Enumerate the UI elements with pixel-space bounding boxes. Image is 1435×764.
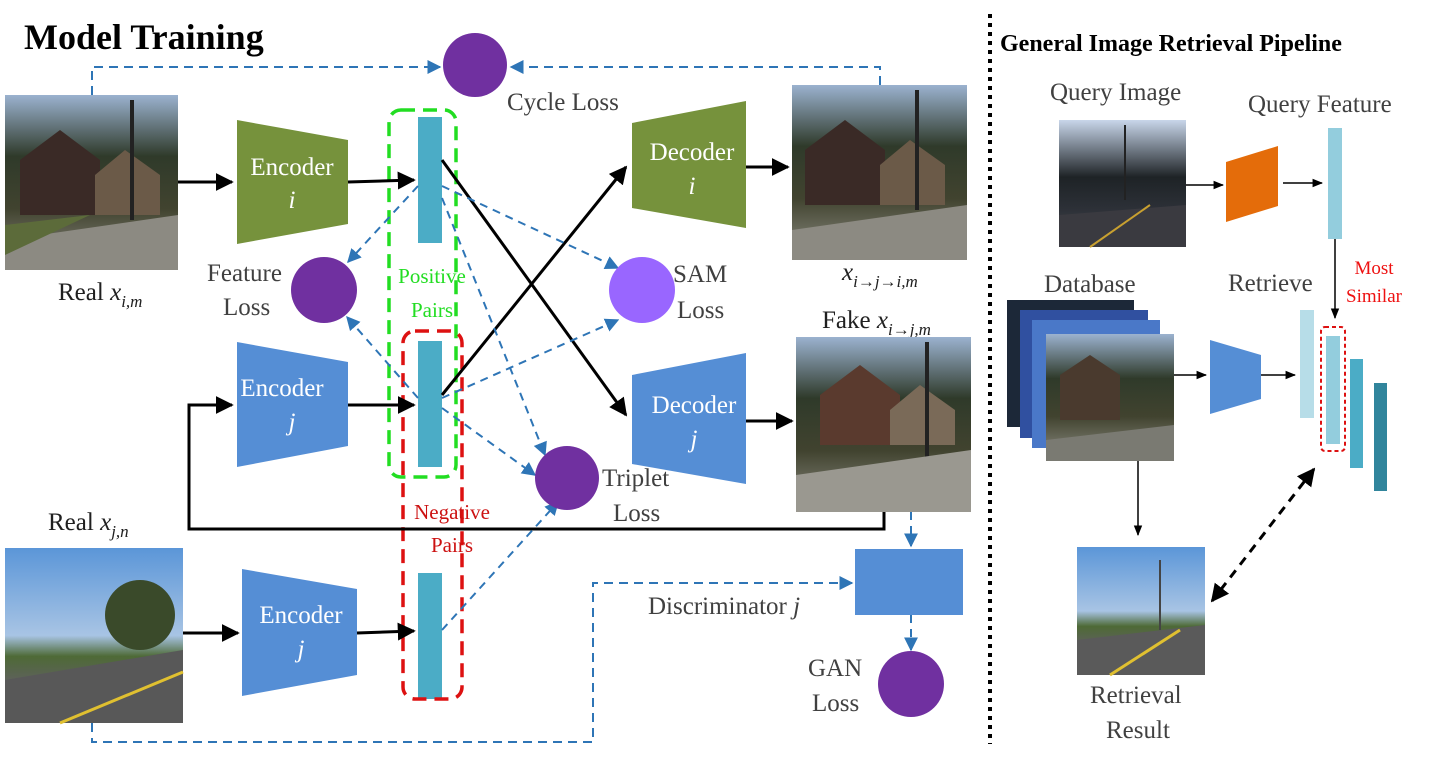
sam-loss-line2: Loss	[677, 297, 724, 324]
gan-loss-line2: Loss	[812, 690, 859, 717]
decoder-i-index: i	[689, 173, 696, 200]
link-feature-to-result	[1210, 467, 1316, 603]
db-feature-bar-3	[1350, 359, 1363, 468]
model-training-title: Model Training	[24, 17, 264, 57]
encoder-j-top-index: j	[286, 409, 296, 436]
dash-feat-j-to-sam	[441, 318, 620, 399]
arrow-fake-to-enc-j	[187, 396, 886, 531]
discriminator-label: Discriminator j	[648, 593, 800, 620]
query-encoder-block	[1226, 146, 1278, 222]
decoder-i-name: Decoder	[650, 139, 735, 166]
negative-pairs-box	[401, 329, 464, 701]
feature-bar-i	[418, 117, 442, 243]
encoder-i-index: i	[289, 187, 296, 214]
database-label: Database	[1044, 271, 1136, 298]
sam-loss-circle	[609, 257, 675, 323]
query-image-label: Query Image	[1050, 79, 1181, 106]
encoder-j-bottom-index: j	[295, 636, 305, 663]
decoder-j-block	[632, 353, 746, 484]
retrieval-result-line2: Result	[1106, 717, 1170, 744]
arrow-enc-j-bottom-to-feat	[356, 622, 416, 641]
feature-loss-line2: Loss	[223, 294, 270, 321]
retrieve-label: Retrieve	[1228, 270, 1313, 297]
most-similar-box	[1320, 326, 1346, 452]
dash-feat-j-to-triplet	[441, 407, 537, 476]
cycle-arrow-left	[91, 60, 442, 95]
cycle-arrow-right	[509, 60, 881, 85]
triplet-loss-line1: Triplet	[602, 465, 669, 492]
arrow-feat-i-to-dec-j	[440, 159, 628, 417]
db-feature-bar-2	[1326, 336, 1340, 444]
encoder-j-bottom-block	[242, 569, 357, 696]
db-feature-bar-4	[1374, 383, 1387, 491]
dash-feat-i-to-feature-loss	[347, 185, 419, 264]
arrow-feat-j-to-dec-i	[440, 165, 628, 396]
positive-pairs-line1: Positive	[398, 264, 466, 288]
reconstructed-image	[792, 85, 967, 260]
pipeline-title: General Image Retrieval Pipeline	[1000, 31, 1342, 57]
query-feature-bar	[1328, 128, 1342, 239]
dash-feat-i-to-triplet	[441, 197, 547, 457]
encoder-j-top-block	[237, 342, 348, 467]
positive-pairs-box	[387, 108, 458, 479]
decoder-j-name: Decoder	[652, 392, 737, 419]
arrow-enc-i-to-feat	[347, 171, 416, 190]
db-encoder-block	[1210, 340, 1261, 414]
dash-feat-j-to-feature-loss	[346, 315, 419, 399]
encoder-j-bottom-name: Encoder	[259, 602, 343, 629]
real-i-m-image	[5, 95, 178, 270]
query-feature-label: Query Feature	[1248, 91, 1392, 118]
encoder-j-top-name: Encoder	[240, 375, 324, 402]
retrieval-result-line1: Retrieval	[1090, 682, 1182, 709]
dash-feat-i-to-sam	[441, 185, 620, 270]
gan-loss-circle	[878, 651, 944, 717]
triplet-loss-circle	[535, 446, 599, 510]
cycle-loss-circle	[443, 33, 507, 97]
real-j-n-image	[5, 548, 184, 725]
dash-real-to-disc	[91, 576, 854, 743]
feature-bar-j-top	[418, 341, 442, 467]
positive-pairs-line2: Pairs	[411, 298, 453, 322]
encoder-i-block	[237, 120, 348, 244]
sam-loss-line1: SAM	[673, 261, 727, 288]
negative-pairs-line2: Pairs	[431, 533, 473, 557]
encoder-i-name: Encoder	[250, 154, 334, 181]
feature-loss-circle	[291, 257, 357, 323]
feature-bar-j-bottom	[418, 573, 442, 699]
decoder-i-block	[632, 101, 746, 228]
discriminator-block	[855, 549, 963, 615]
cycle-loss-label: Cycle Loss	[507, 89, 619, 116]
reconstructed-label: xi→j→i,m	[841, 259, 918, 291]
db-feature-bar-1	[1300, 310, 1314, 418]
database-images	[1007, 300, 1174, 461]
retrieval-result-image	[1077, 547, 1205, 677]
dash-feat-jb-to-triplet	[441, 500, 559, 631]
gan-loss-line1: GAN	[808, 655, 862, 682]
feature-loss-line1: Feature	[207, 260, 282, 287]
fake-label: Fake xi→j,m	[822, 307, 931, 339]
real-i-m-label: Real xi,m	[58, 279, 142, 311]
triplet-loss-line2: Loss	[613, 500, 660, 527]
query-image	[1059, 120, 1186, 248]
most-similar-line2: Similar	[1346, 286, 1403, 307]
fake-image	[796, 337, 971, 512]
negative-pairs-line1: Negative	[414, 500, 490, 524]
most-similar-line1: Most	[1354, 258, 1394, 279]
decoder-j-index: j	[688, 426, 698, 453]
real-j-n-label: Real xj,n	[48, 509, 129, 541]
